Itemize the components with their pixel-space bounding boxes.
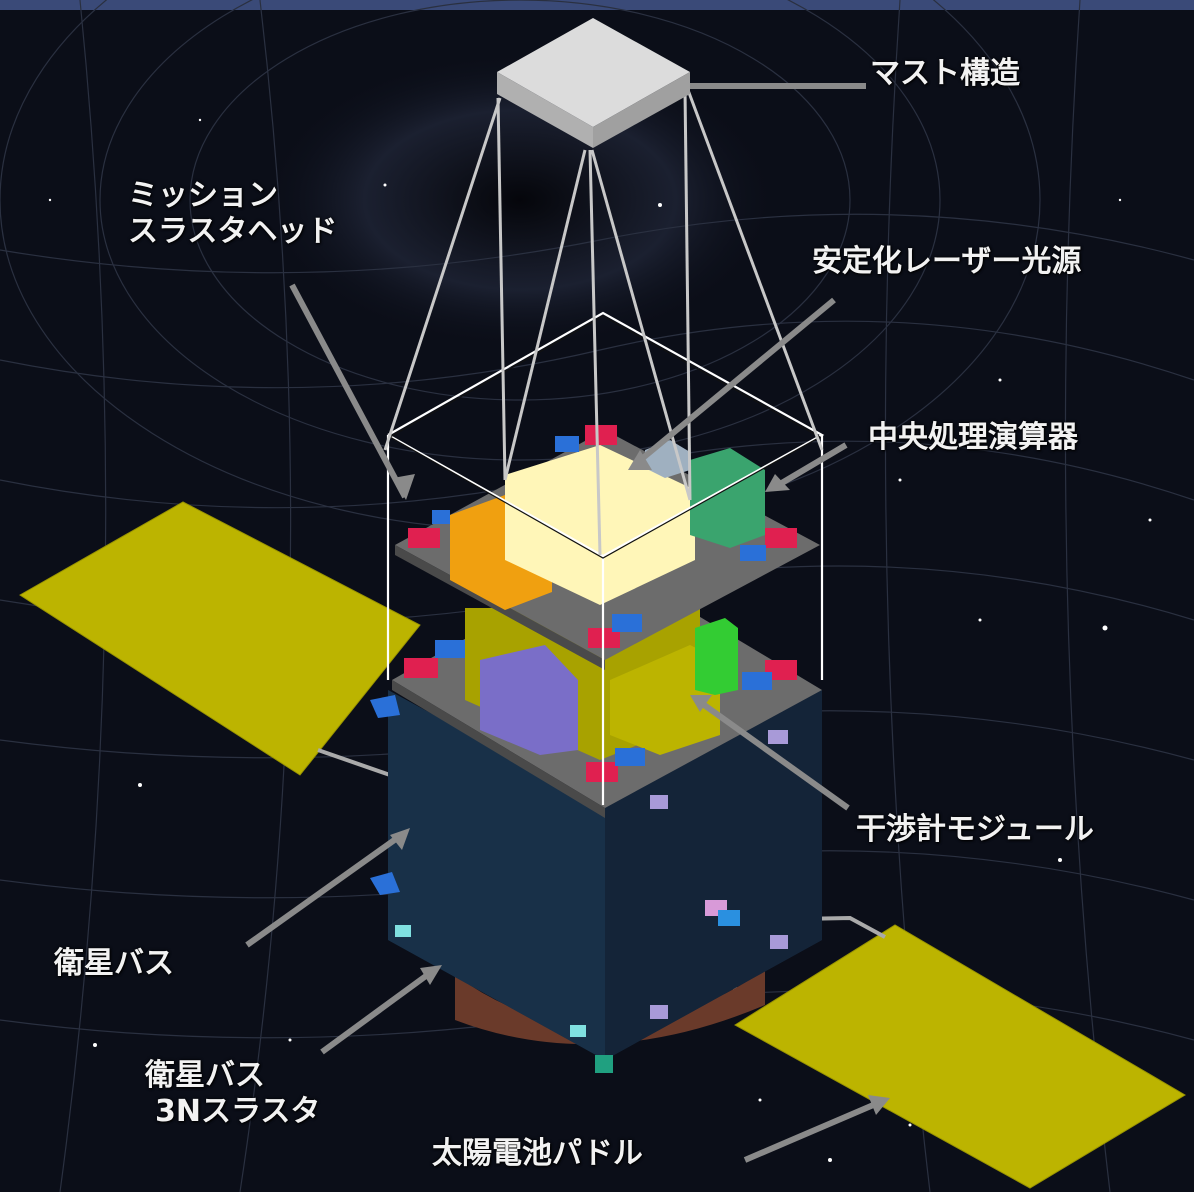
interferometer-green-box xyxy=(695,618,738,695)
paddle-arm-left xyxy=(317,748,391,777)
wireframe-enclosure xyxy=(386,311,825,805)
label-stabilized-laser: 安定化レーザー光源 xyxy=(812,244,1082,279)
label-satellite-bus: 衛星バス xyxy=(54,946,174,981)
solar-paddle-left xyxy=(19,501,421,776)
cpu-box xyxy=(690,448,765,548)
label-bus-thruster: 衛星バス 3Nスラスタ xyxy=(145,1058,320,1130)
label-mission-thruster-head: ミッション スラスタヘッド xyxy=(128,178,337,250)
label-central-processor: 中央処理演算器 xyxy=(868,420,1078,455)
leader-lines xyxy=(245,83,880,1163)
label-mission-thruster-line2: スラスタヘッド xyxy=(128,214,338,249)
label-solar-paddle: 太陽電池パドル xyxy=(432,1136,643,1171)
small-components xyxy=(370,425,797,1073)
label-mast-structure: マスト構造 xyxy=(870,56,1020,91)
interferometer-yellow-box xyxy=(610,645,720,755)
mast-structure xyxy=(497,18,690,127)
launch-adapter-ring xyxy=(455,970,765,1045)
gravity-vortex xyxy=(260,50,780,350)
label-mission-thruster-line1: ミッション xyxy=(128,178,278,213)
label-interferometer-module: 干渉計モジュール xyxy=(856,812,1094,847)
mast-tethers xyxy=(383,89,824,556)
interferometer-purple-box xyxy=(480,645,578,755)
solar-paddle-right xyxy=(734,924,1186,1189)
label-bus-thruster-line2: 3Nスラスタ xyxy=(155,1094,321,1129)
label-bus-thruster-line1: 衛星バス xyxy=(145,1058,265,1093)
stars xyxy=(48,118,1152,1162)
